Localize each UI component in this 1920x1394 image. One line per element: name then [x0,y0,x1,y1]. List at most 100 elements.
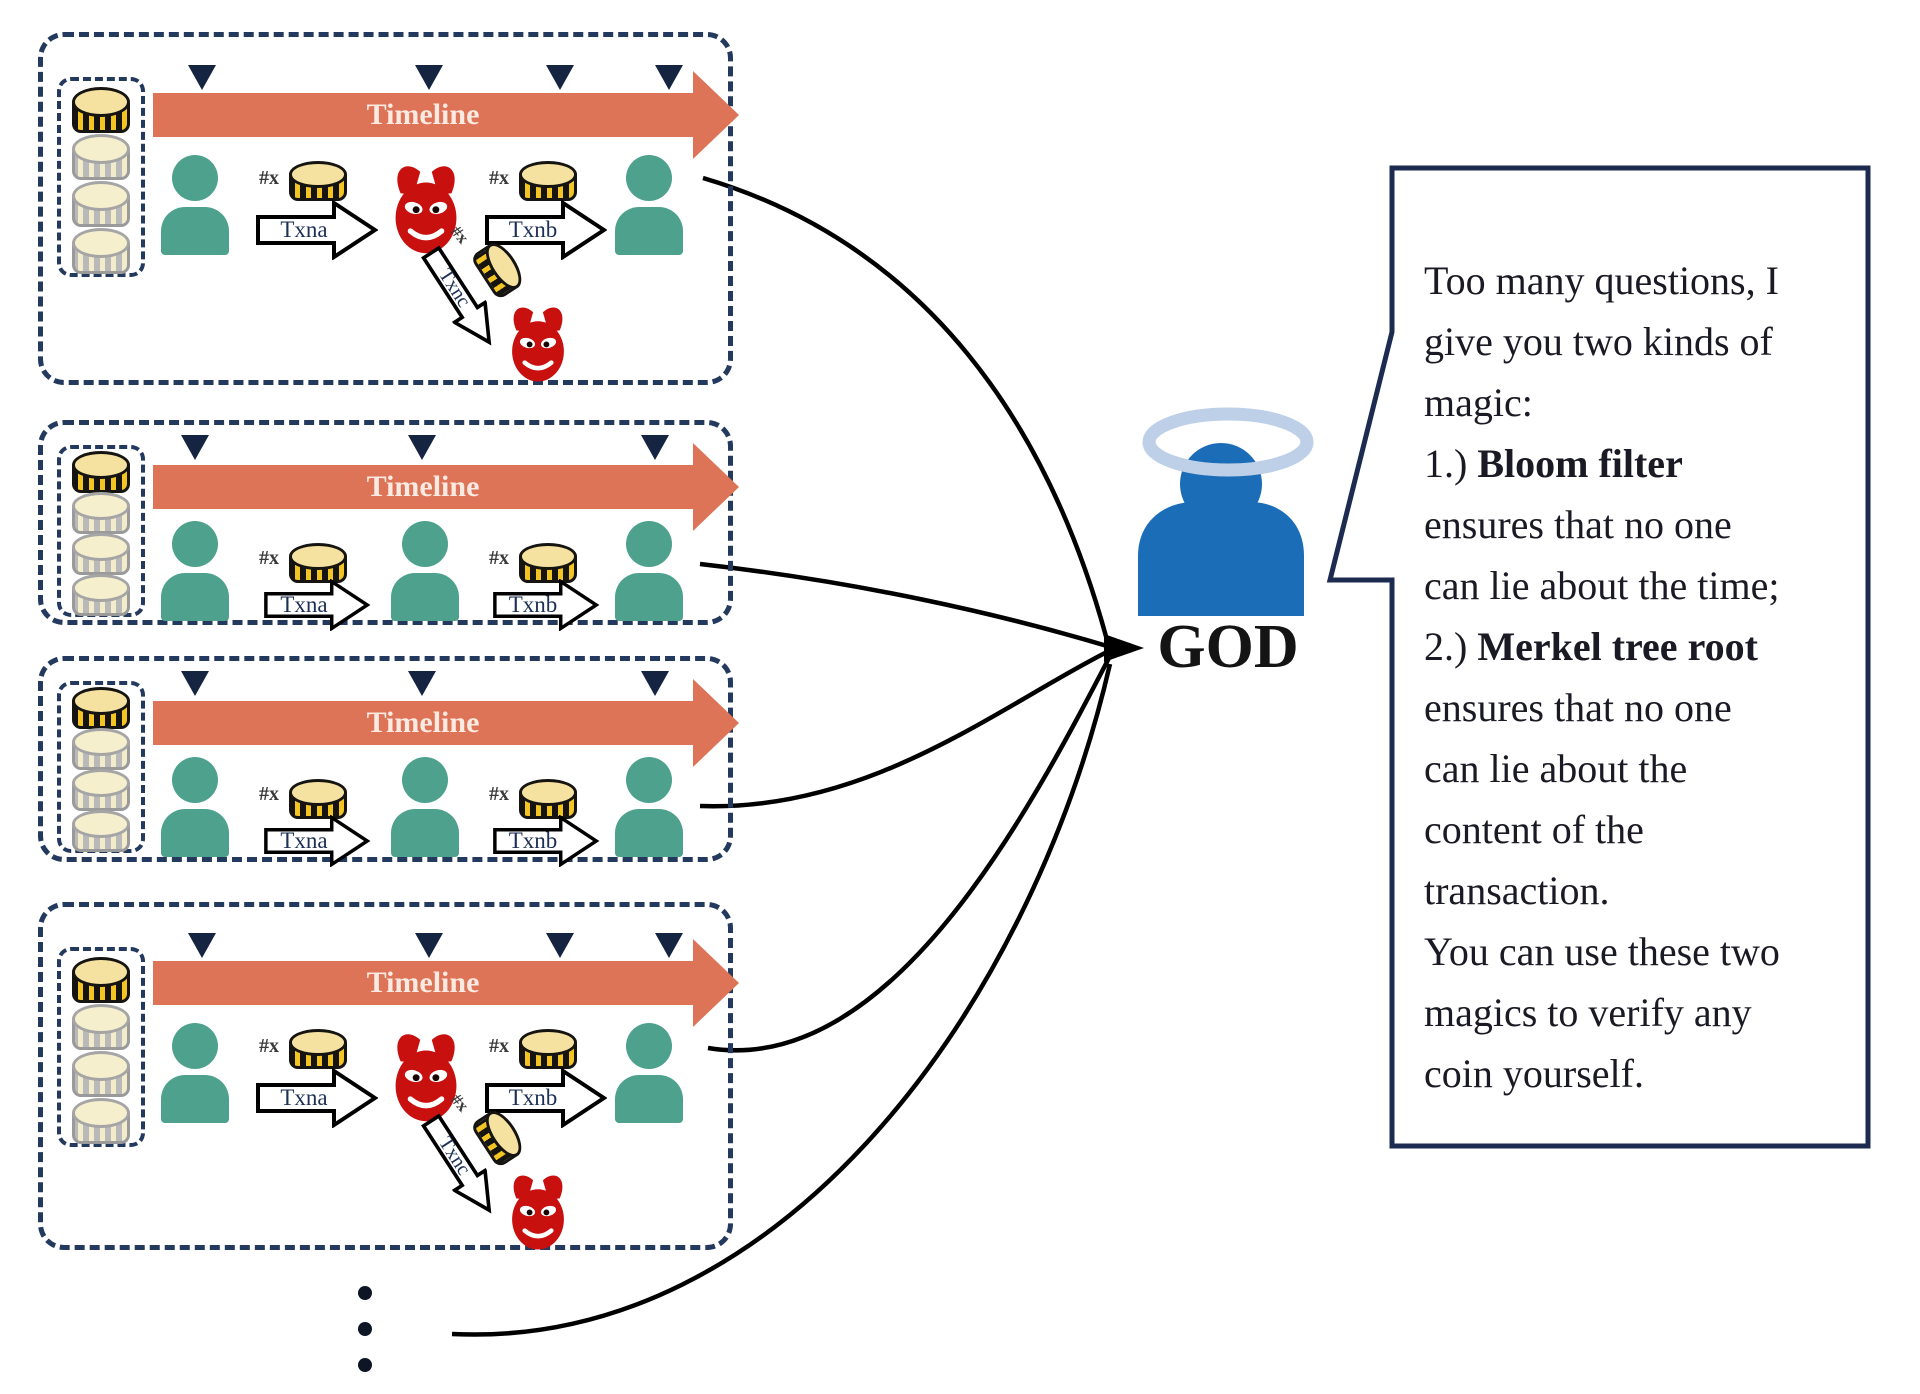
coin-icon [289,779,347,819]
timeline-label: Timeline [366,98,480,131]
ellipsis-dot-icon [358,1358,372,1372]
bubble-line: can lie about the time; [1424,555,1866,616]
bubble-line-text: give you two kinds of [1424,319,1773,364]
sender-person-icon [161,1023,229,1123]
time-marker-icon [408,435,436,460]
devil-icon [505,1169,571,1253]
bubble-line-text: You can use these two [1424,929,1780,974]
timeline-label: Timeline [366,470,480,503]
convergence-arrowhead-icon [1104,634,1144,662]
amount-label: #x [489,1035,509,1057]
chain-panel-1: Timeline #x Txna #x Txnb Txnc #x [38,32,739,385]
txna-arrow: Txna [256,815,378,867]
middle-person-icon [391,757,459,857]
amount-label: #x [489,167,509,189]
time-marker-icon [188,933,216,958]
middle-person-icon [391,521,459,621]
speech-bubble-text: Too many questions, I give you two kinds… [1424,250,1866,1104]
connector-chain4-to-god [707,656,1111,1053]
connector-chain3-to-god [699,649,1109,809]
bubble-line: content of the [1424,799,1866,860]
bubble-line-text: can lie about the [1424,746,1688,791]
timeline-arrow: Timeline [153,679,739,767]
timeline-label: Timeline [366,966,480,999]
timeline-arrow: Timeline [153,939,739,1027]
ellipsis-dot-icon [358,1322,372,1336]
coin-icon [519,543,577,583]
txnc-arrow: Txnc [411,237,509,359]
time-marker-icon [655,933,683,958]
bubble-line: 1.) Bloom filter [1424,433,1866,494]
bubble-line: ensures that no one [1424,494,1866,555]
sender-person-icon [161,521,229,621]
txna-arrow: Txna [256,579,378,631]
sender-person-icon [161,757,229,857]
devil-icon [389,1021,463,1131]
coin-icon-faded [72,769,130,811]
amount-label: #x [259,1035,279,1057]
txnb-label: Txnb [508,217,558,242]
coin-icon-faded [72,810,130,852]
txna-arrow: Txna [256,1068,378,1128]
coin-icon [289,161,347,201]
coin-icon [72,957,130,1003]
coin-stack-box [57,947,145,1147]
coin-icon-faded [72,181,130,227]
bubble-line: coin yourself. [1424,1043,1866,1104]
txnb-label: Txnb [508,1085,558,1110]
coin-icon [72,87,130,133]
coin-icon [289,1029,347,1069]
coin-icon-faded [72,1098,130,1144]
god-label: GOD [1157,613,1299,681]
bubble-line: ensures that no one [1424,677,1866,738]
bubble-line: magic: [1424,372,1866,433]
chain-panel-3: Timeline #x Txna #x Txnb [38,656,739,867]
receiver-person-icon [615,155,683,255]
time-marker-icon [188,65,216,90]
bubble-line: You can use these two [1424,921,1866,982]
coin-icon [289,543,347,583]
txna-label: Txna [280,217,328,242]
timeline-arrow: Timeline [153,71,739,159]
bubble-line: can lie about the [1424,738,1866,799]
bubble-line-text: Too many questions, I [1424,258,1779,303]
txnc-arrow: Txnc [411,1105,509,1227]
coin-icon-faded [72,574,130,616]
txnb-arrow: Txnb [485,1068,607,1128]
bubble-line-text: 2.) [1424,624,1478,669]
bubble-line-bold: Bloom filter [1477,441,1683,486]
amount-label: #x [489,783,509,805]
txnb-label: Txnb [508,592,558,617]
txna-arrow: Txna [256,200,378,260]
connector-chain2-to-god [699,561,1108,649]
txna-label: Txna [280,1085,328,1110]
timeline-arrow: Timeline [153,443,739,531]
txnb-label: Txnb [508,828,558,853]
receiver-person-icon [615,521,683,621]
txnb-arrow: Txnb [485,579,607,631]
time-marker-icon [546,933,574,958]
bubble-line-text: 1.) [1424,441,1478,486]
coin-icon [519,1029,577,1069]
coin-icon [72,687,130,729]
coin-icon [519,161,577,201]
devil-icon [389,153,463,263]
coin-icon [519,779,577,819]
txna-label: Txna [280,828,328,853]
ellipsis-dot-icon [358,1286,372,1300]
bubble-line-text: transaction. [1424,868,1610,913]
bubble-line: magics to verify any [1424,982,1866,1043]
receiver-person-icon [615,1023,683,1123]
bubble-line-text: ensures that no one [1424,685,1732,730]
time-marker-icon [655,65,683,90]
coin-icon-faded [72,1051,130,1097]
receiver-person-icon [615,757,683,857]
amount-label: #x [259,547,279,569]
time-marker-icon [408,671,436,696]
time-marker-icon [641,435,669,460]
coin-icon [72,451,130,493]
coin-stack-box [57,77,145,277]
coin-icon-faded [72,728,130,770]
